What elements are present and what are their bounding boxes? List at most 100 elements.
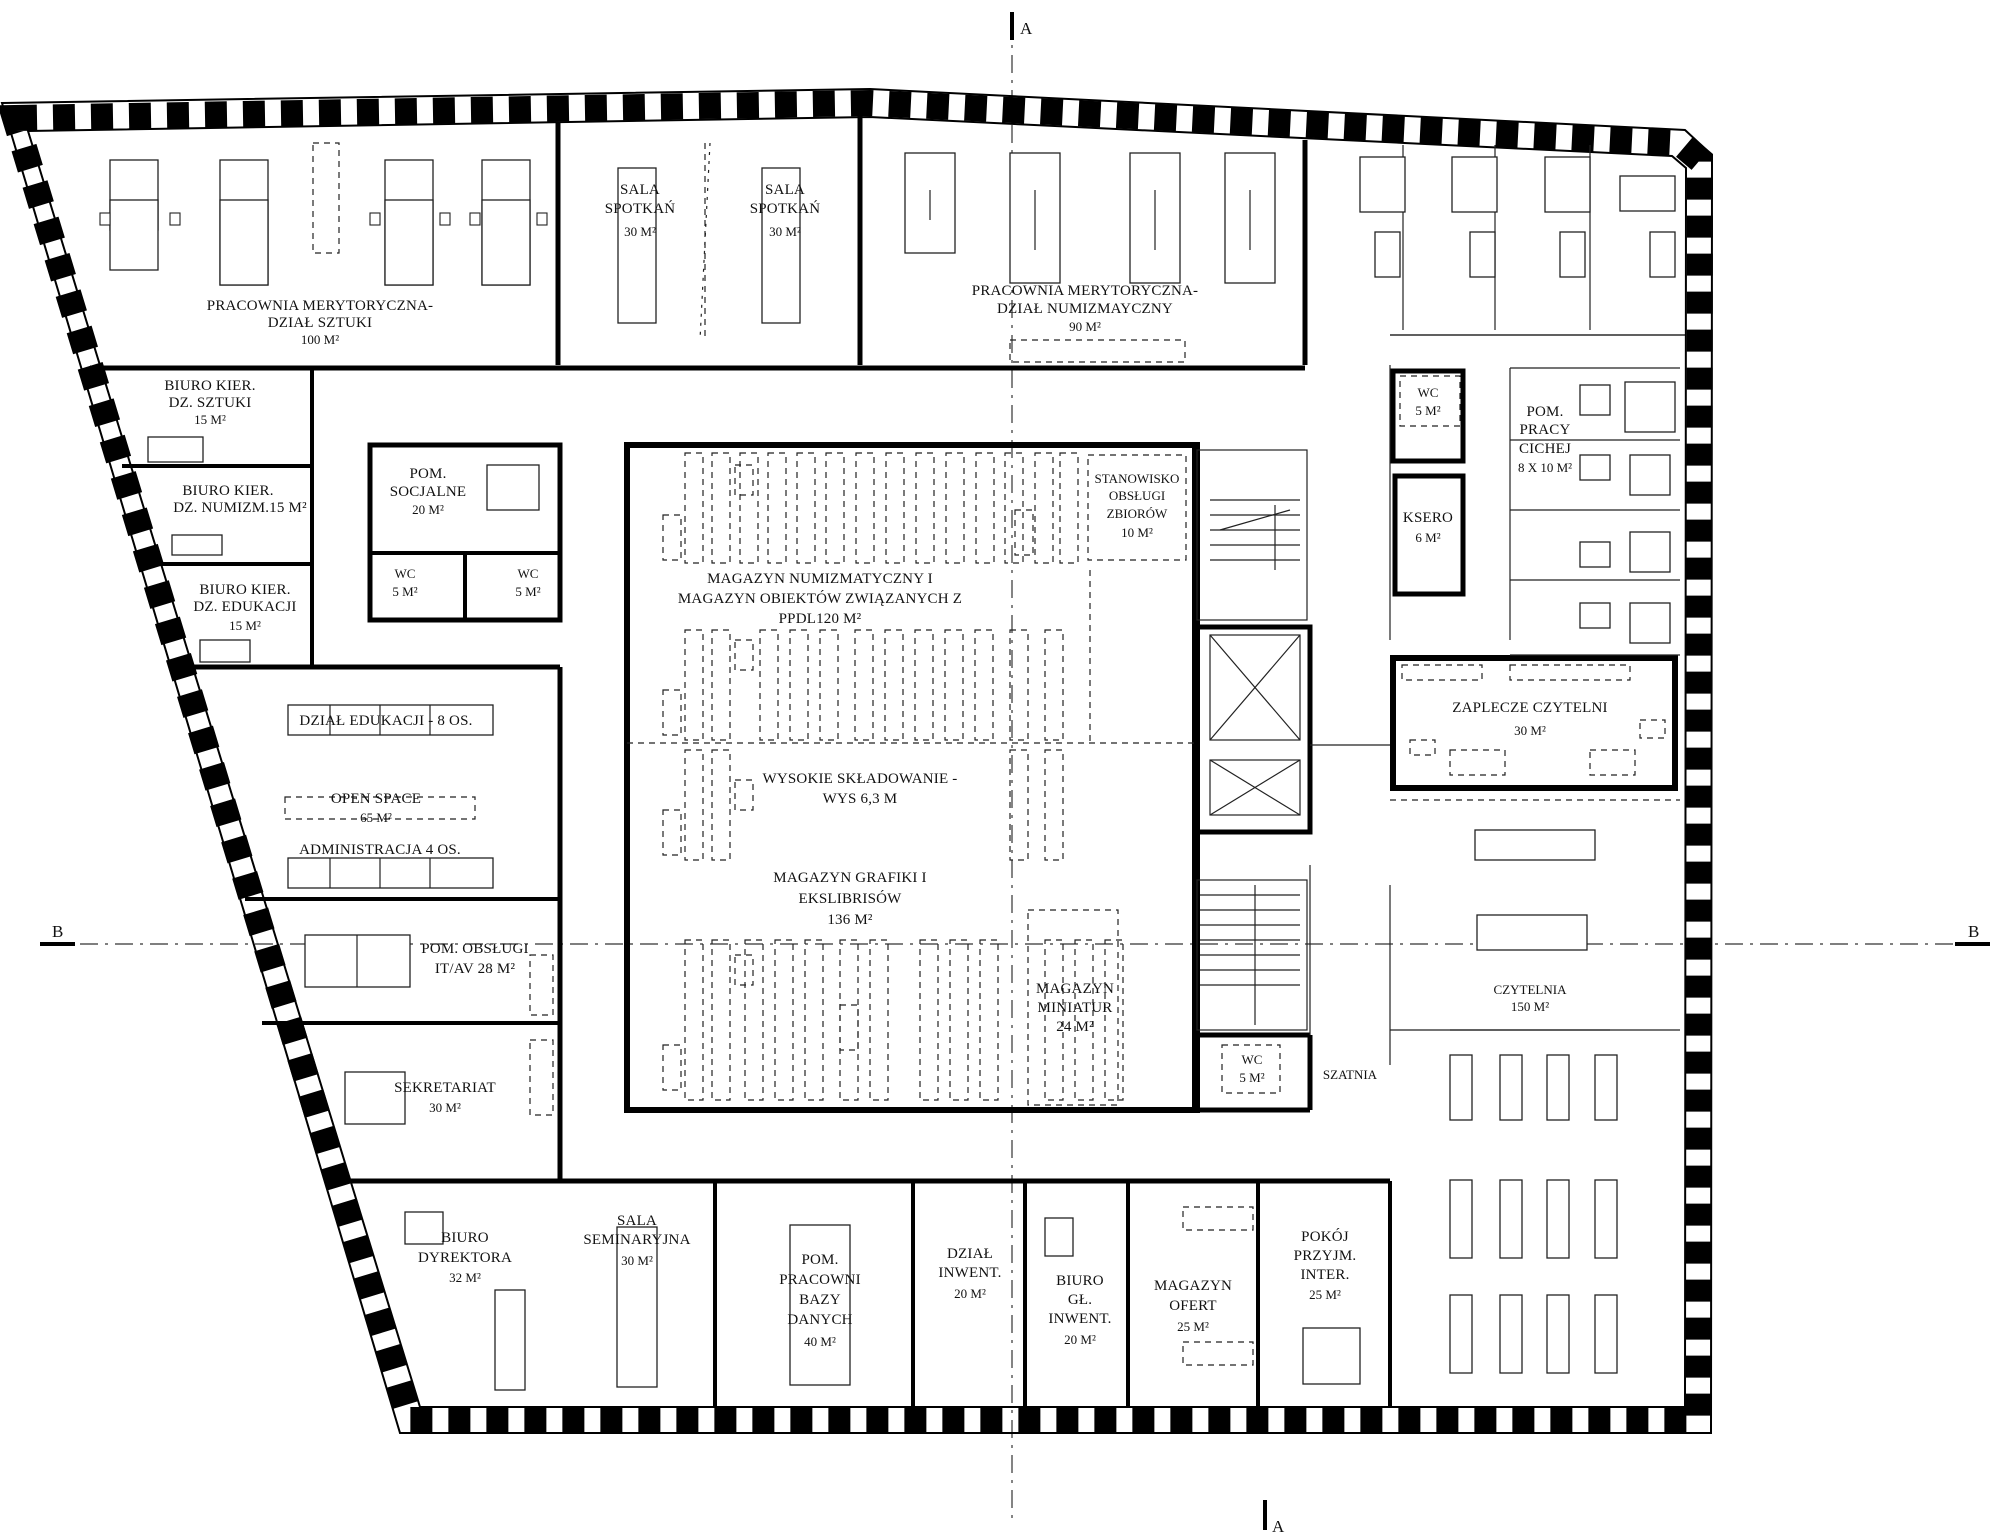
room-magazyn-ofert: MAGAZYN OFERT 25 M²: [1154, 1278, 1232, 1334]
svg-text:WYS 6,3 M: WYS 6,3 M: [823, 791, 898, 807]
svg-text:6 M²: 6 M²: [1415, 530, 1440, 545]
svg-text:DZ. NUMIZM.15 M²: DZ. NUMIZM.15 M²: [173, 500, 307, 516]
room-sala-spotkan-1: SALA SPOTKAŃ 30 M²: [605, 182, 676, 239]
svg-text:DZIAŁ NUMIZMAYCZNY: DZIAŁ NUMIZMAYCZNY: [997, 301, 1173, 317]
svg-text:8 X 10 M²: 8 X 10 M²: [1518, 460, 1572, 475]
elevator-small: [1209, 759, 1301, 816]
svg-text:MAGAZYN: MAGAZYN: [1154, 1278, 1232, 1294]
svg-text:PRACOWNI: PRACOWNI: [779, 1272, 861, 1288]
svg-text:DZIAŁ: DZIAŁ: [947, 1246, 993, 1262]
room-dzial-edukacji: DZIAŁ EDUKACJI - 8 OS.: [299, 713, 472, 729]
room-dzial-inwent: DZIAŁ INWENT. 20 M²: [938, 1246, 1001, 1301]
section-label-b-left: B: [52, 922, 63, 941]
svg-text:MAGAZYN: MAGAZYN: [1036, 981, 1114, 997]
svg-text:5 M²: 5 M²: [392, 584, 417, 599]
svg-text:24 M²: 24 M²: [1056, 1019, 1094, 1035]
svg-text:WC: WC: [1242, 1052, 1263, 1067]
staircase-upper: [1196, 449, 1308, 621]
room-magazyn-grafiki: MAGAZYN GRAFIKI I EKSLIBRISÓW 136 M²: [773, 870, 926, 928]
svg-text:EKSLIBRISÓW: EKSLIBRISÓW: [798, 890, 902, 907]
svg-text:POM.: POM.: [1526, 404, 1563, 420]
room-pracownia-numizmatyczny: PRACOWNIA MERYTORYCZNA- DZIAŁ NUMIZMAYCZ…: [972, 283, 1198, 334]
svg-text:5 M²: 5 M²: [1415, 403, 1440, 418]
svg-text:INTER.: INTER.: [1300, 1267, 1349, 1283]
svg-text:KSERO: KSERO: [1403, 510, 1453, 526]
svg-text:POM. OBSŁUGI: POM. OBSŁUGI: [421, 941, 528, 957]
svg-text:CICHEJ: CICHEJ: [1519, 441, 1571, 457]
svg-text:POM.: POM.: [801, 1252, 838, 1268]
svg-text:MAGAZYN GRAFIKI I: MAGAZYN GRAFIKI I: [773, 870, 926, 886]
room-wc-d: WC 5 M²: [1399, 375, 1461, 427]
svg-text:SZATNIA: SZATNIA: [1323, 1067, 1378, 1082]
svg-text:30 M²: 30 M²: [769, 224, 801, 239]
svg-text:PRACOWNIA MERYTORYCZNA-: PRACOWNIA MERYTORYCZNA-: [207, 298, 433, 314]
room-biuro-kier-sztuki: BIURO KIER. DZ. SZTUKI 15 M²: [164, 378, 255, 427]
svg-text:SEMINARYJNA: SEMINARYJNA: [583, 1232, 690, 1248]
svg-text:SPOTKAŃ: SPOTKAŃ: [750, 200, 821, 217]
svg-text:MAGAZYN NUMIZMATYCZNY I: MAGAZYN NUMIZMATYCZNY I: [707, 571, 933, 587]
room-magazyn-miniatur: MAGAZYN MINIATUR 24 M²: [1036, 981, 1114, 1035]
svg-text:PPDL120 M²: PPDL120 M²: [779, 611, 862, 627]
svg-text:20 M²: 20 M²: [412, 502, 444, 517]
social-table: [486, 464, 540, 511]
svg-text:BIURO KIER.: BIURO KIER.: [199, 582, 290, 598]
meeting-table: [617, 167, 657, 324]
svg-text:30 M²: 30 M²: [621, 1253, 653, 1268]
room-pokoj-przyjm: POKÓJ PRZYJM. INTER. 25 M²: [1294, 1228, 1357, 1302]
room-sala-seminaryjna: SALA SEMINARYJNA 30 M²: [583, 1213, 690, 1268]
room-stanowisko-obslugi: STANOWISKO OBSŁUGI ZBIORÓW 10 M²: [1095, 471, 1180, 540]
room-zaplecze-czytelni: ZAPLECZE CZYTELNI 30 M²: [1452, 700, 1607, 738]
room-wc-b: WC 5 M²: [515, 566, 540, 599]
svg-text:PRACY: PRACY: [1519, 422, 1570, 438]
svg-text:WC: WC: [395, 566, 416, 581]
svg-text:BIURO: BIURO: [1056, 1273, 1104, 1289]
svg-text:STANOWISKO: STANOWISKO: [1095, 471, 1180, 486]
room-czytelnia: CZYTELNIA 150 M²: [1494, 982, 1568, 1014]
svg-text:30 M²: 30 M²: [429, 1100, 461, 1115]
svg-text:OBSŁUGI: OBSŁUGI: [1109, 488, 1165, 503]
svg-text:SPOTKAŃ: SPOTKAŃ: [605, 200, 676, 217]
room-pracownia-sztuki: PRACOWNIA MERYTORYCZNA- DZIAŁ SZTUKI 100…: [207, 298, 433, 347]
svg-text:DZ. EDUKACJI: DZ. EDUKACJI: [193, 599, 296, 615]
room-pom-obslugi-itav: POM. OBSŁUGI IT/AV 28 M²: [421, 941, 528, 977]
room-pom-pracy-cichej: POM. PRACY CICHEJ 8 X 10 M²: [1518, 404, 1572, 475]
svg-text:15 M²: 15 M²: [229, 618, 261, 633]
room-biuro-gl-inwent: BIURO GŁ. INWENT. 20 M²: [1048, 1273, 1111, 1347]
meeting-table: [761, 167, 801, 324]
svg-text:100 M²: 100 M²: [301, 332, 339, 347]
svg-text:ADMINISTRACJA 4 OS.: ADMINISTRACJA 4 OS.: [299, 842, 461, 858]
room-szatnia: SZATNIA: [1323, 1067, 1378, 1082]
room-biuro-kier-numizm: BIURO KIER. DZ. NUMIZM.15 M²: [173, 483, 307, 516]
svg-text:OFERT: OFERT: [1169, 1298, 1217, 1314]
room-wysokie-skladowanie: WYSOKIE SKŁADOWANIE - WYS 6,3 M: [762, 771, 957, 807]
svg-text:SALA: SALA: [765, 182, 805, 198]
room-administracja: ADMINISTRACJA 4 OS.: [299, 842, 461, 858]
room-labels: PRACOWNIA MERYTORYCZNA- DZIAŁ SZTUKI 100…: [164, 182, 1607, 1349]
svg-text:15 M²: 15 M²: [194, 412, 226, 427]
svg-text:DZ. SZTUKI: DZ. SZTUKI: [169, 395, 252, 411]
furniture: [99, 142, 1676, 1391]
room-open-space: OPEN SPACE 65 M²: [331, 791, 421, 825]
svg-text:INWENT.: INWENT.: [938, 1265, 1001, 1281]
svg-text:32 M²: 32 M²: [449, 1270, 481, 1285]
svg-text:BIURO KIER.: BIURO KIER.: [182, 483, 273, 499]
svg-text:25 M²: 25 M²: [1177, 1319, 1209, 1334]
svg-text:136 M²: 136 M²: [827, 912, 873, 928]
svg-text:DYREKTORA: DYREKTORA: [418, 1250, 512, 1266]
svg-text:MINIATUR: MINIATUR: [1038, 1000, 1113, 1016]
svg-text:ZBIORÓW: ZBIORÓW: [1107, 506, 1168, 521]
room-wc-a: WC 5 M²: [392, 566, 417, 599]
svg-text:WC: WC: [518, 566, 539, 581]
svg-text:40 M²: 40 M²: [804, 1334, 836, 1349]
desk-group: [99, 159, 548, 286]
room-sala-spotkan-2: SALA SPOTKAŃ 30 M²: [750, 182, 821, 239]
svg-text:30 M²: 30 M²: [624, 224, 656, 239]
storage-shelving: [662, 452, 1124, 1101]
svg-text:OPEN SPACE: OPEN SPACE: [331, 791, 421, 807]
svg-text:150 M²: 150 M²: [1511, 999, 1549, 1014]
svg-text:PRACOWNIA MERYTORYCZNA-: PRACOWNIA MERYTORYCZNA-: [972, 283, 1198, 299]
svg-text:5 M²: 5 M²: [1239, 1070, 1264, 1085]
svg-text:SOCJALNE: SOCJALNE: [390, 484, 467, 500]
svg-text:PRZYJM.: PRZYJM.: [1294, 1248, 1357, 1264]
